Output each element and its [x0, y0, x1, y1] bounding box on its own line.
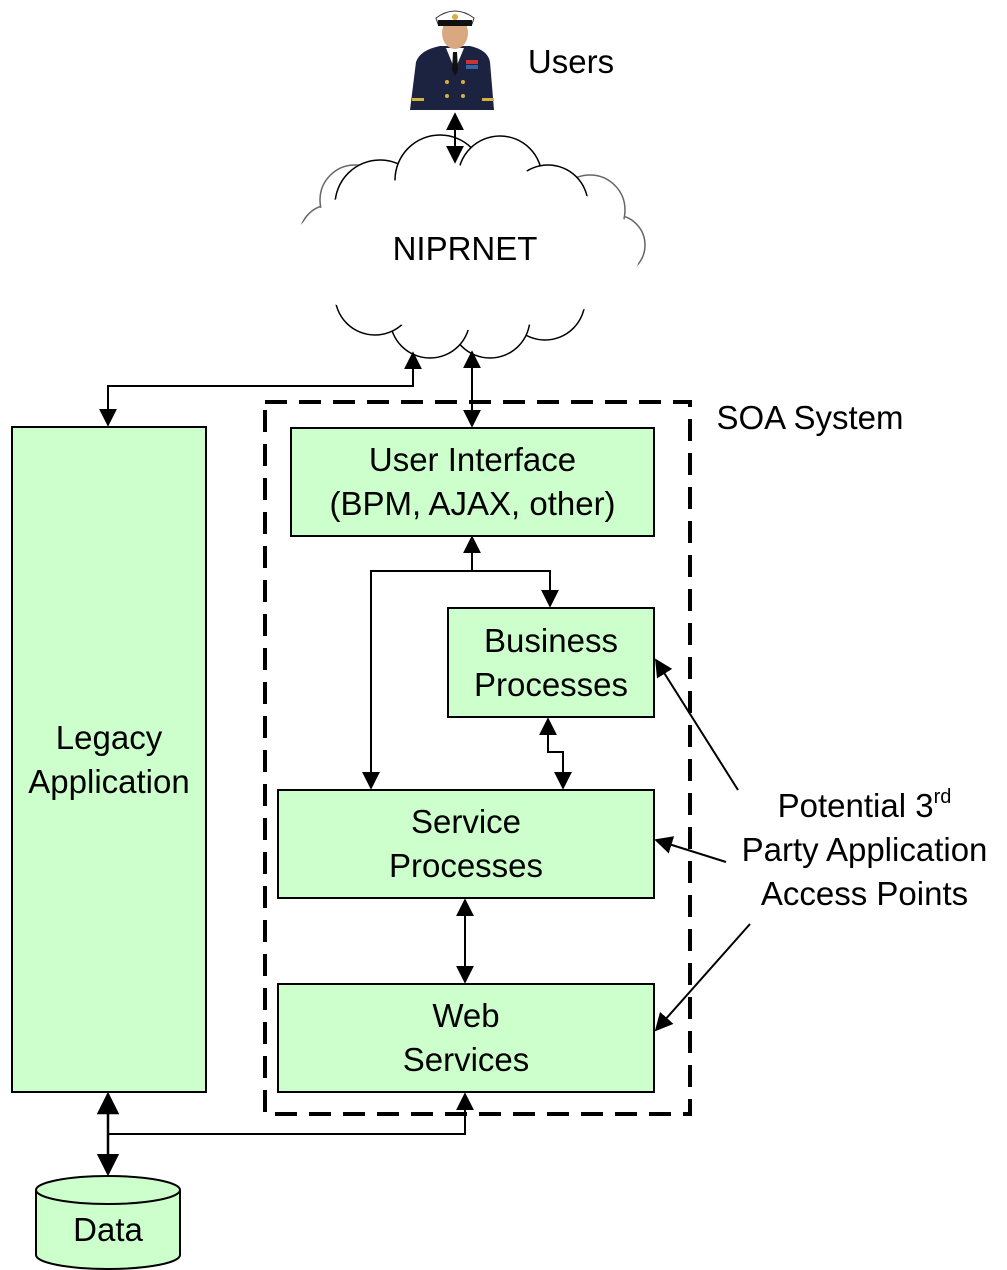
user-interface-line2: (BPM, AJAX, other) [329, 485, 616, 522]
ordinal-superscript: rd [933, 786, 952, 808]
niprnet-label: NIPRNET [392, 230, 538, 267]
pointer-business [655, 658, 739, 791]
connector-cloud-legacy [99, 351, 422, 427]
third-party-line2: Party Application [741, 831, 988, 868]
legacy-application-line2: Application [28, 762, 190, 800]
connector-business-service [539, 717, 572, 790]
connector-web-data [108, 1092, 474, 1135]
web-services-line2: Services [402, 1041, 530, 1078]
business-processes-line2: Processes [473, 665, 629, 703]
legacy-application-line1: Legacy [55, 718, 163, 756]
service-processes-line2: Processes [388, 847, 544, 884]
service-processes-line1: Service [410, 803, 522, 840]
business-processes-line1: Business [484, 621, 618, 659]
naval-officer-person-icon [410, 10, 494, 110]
third-party-line1: Potential 3rd [777, 786, 952, 824]
user-interface-line1: User Interface [368, 441, 577, 478]
legacy-application-box: Legacy Application [11, 426, 207, 1093]
pointer-web [654, 923, 751, 1032]
soa-system-label: SOA System [716, 399, 904, 436]
pointer-service [654, 836, 727, 863]
users-label: Users [527, 43, 615, 80]
web-services-line1: Web [432, 997, 500, 1034]
web-services-box: Web Services [277, 983, 655, 1093]
connector-junction-service [362, 570, 472, 790]
data-label: Data [73, 1211, 143, 1248]
third-party-access-label: Potential 3rd Party Application Access P… [722, 784, 1007, 916]
third-party-line3: Access Points [760, 875, 969, 912]
connector-junction-business [472, 570, 559, 608]
niprnet-cloud-icon [290, 134, 646, 359]
business-processes-box: Business Processes [447, 607, 655, 718]
database-cylinder-icon [35, 1175, 181, 1270]
service-processes-box: Service Processes [277, 789, 655, 899]
user-interface-box: User Interface (BPM, AJAX, other) [290, 427, 655, 537]
